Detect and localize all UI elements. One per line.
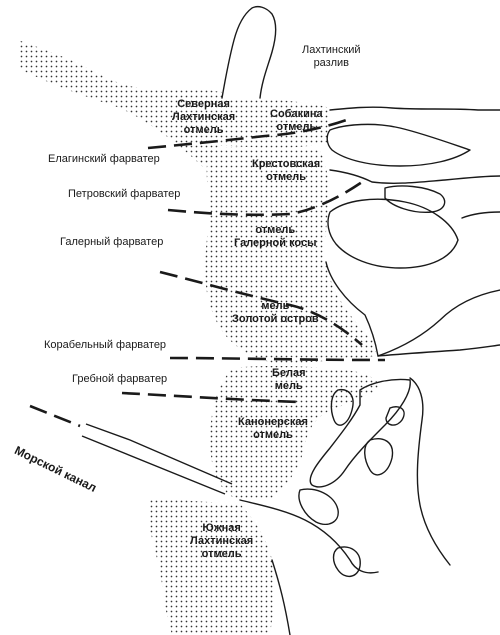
petrovsky-fairway-line <box>167 178 366 217</box>
sea-canal-lower <box>81 435 226 495</box>
label-krestovsky-shoal: Крестовская отмель <box>252 158 320 184</box>
south-island-1 <box>298 488 339 526</box>
coastlines <box>221 5 500 635</box>
label-sobakina-shoal: Собакина отмель <box>270 108 323 134</box>
label-line: разлив <box>313 57 350 69</box>
south-shore <box>409 377 451 566</box>
gutuevsky-island <box>309 378 411 488</box>
galerny-fairway-line <box>159 270 363 346</box>
east-shore-mid <box>461 211 500 219</box>
lakhta-peninsula <box>221 5 277 99</box>
label-line: Канонерская <box>238 416 308 428</box>
kanonersky-island <box>330 388 354 426</box>
south-lakhta-shoal-area <box>148 498 276 635</box>
label-line: отмель <box>183 124 224 136</box>
elagin-fairway-line <box>147 116 353 150</box>
label-line: отмель <box>255 224 296 236</box>
label-line: Галерной косы <box>234 237 317 249</box>
label-line: Крестовская <box>252 158 321 170</box>
label-line: Собакина <box>270 108 323 120</box>
sea-canal-lead <box>29 404 81 428</box>
label-line: мель <box>261 300 290 312</box>
krestovsky-island <box>327 198 459 269</box>
vasilievsky-shore <box>377 344 500 357</box>
label-line: отмель <box>201 548 242 560</box>
label-line: отмель <box>266 171 306 183</box>
label-north-lakhta-shoal: Северная Лахтинская отмель <box>172 98 235 137</box>
south-mainland <box>271 559 291 635</box>
krestovsky-channel <box>329 169 500 184</box>
label-south-lakhta-shoal: Южная Лахтинская отмель <box>190 522 253 561</box>
label-grebnoy-fairway: Гребной фарватер <box>72 373 168 385</box>
label-line: Лахтинская <box>190 535 254 547</box>
label-elagin-fairway: Елагинский фарватер <box>48 153 160 165</box>
central-shoal-area <box>205 147 376 364</box>
label-belaya-shoal: Белая мель <box>272 367 306 393</box>
label-line: Белая <box>272 367 306 379</box>
small-island-south-2 <box>364 438 394 476</box>
small-island-south-1 <box>385 406 405 426</box>
label-petrovsky-fairway: Петровский фарватер <box>68 188 181 200</box>
label-line: мель <box>274 380 303 392</box>
label-kanonerskaya-shoal: Канонерская отмель <box>238 416 308 442</box>
korabelny-fairway-line <box>169 356 386 362</box>
label-line: Северная <box>177 98 230 110</box>
north-shore <box>329 106 500 111</box>
elagin-island <box>326 123 471 167</box>
label-line: Лахтинская <box>172 111 236 123</box>
south-channel-bank <box>239 499 379 574</box>
label-line: отмель <box>276 121 317 133</box>
grebnoy-fairway-line <box>121 391 301 404</box>
label-line: Лахтинский <box>302 44 361 56</box>
fairways <box>29 116 386 428</box>
label-line: Золотой остров <box>232 313 319 325</box>
sea-canal <box>81 423 233 495</box>
label-lakhta-spill: Лахтинский разлив <box>302 44 361 70</box>
label-galernaya-spit-shoal: отмель Галерной косы <box>234 224 317 250</box>
label-galerny-fairway: Галерный фарватер <box>60 236 164 248</box>
south-island-2 <box>332 546 361 577</box>
small-island-north <box>384 185 446 214</box>
north-lakhta-shoal-area <box>18 40 330 168</box>
label-line: отмель <box>253 429 293 441</box>
sea-canal-upper <box>85 423 233 485</box>
label-line: Южная <box>202 522 241 534</box>
label-golden-island-shoal: мель Золотой остров <box>232 300 319 326</box>
label-korabelny-fairway: Корабельный фарватер <box>44 339 167 351</box>
